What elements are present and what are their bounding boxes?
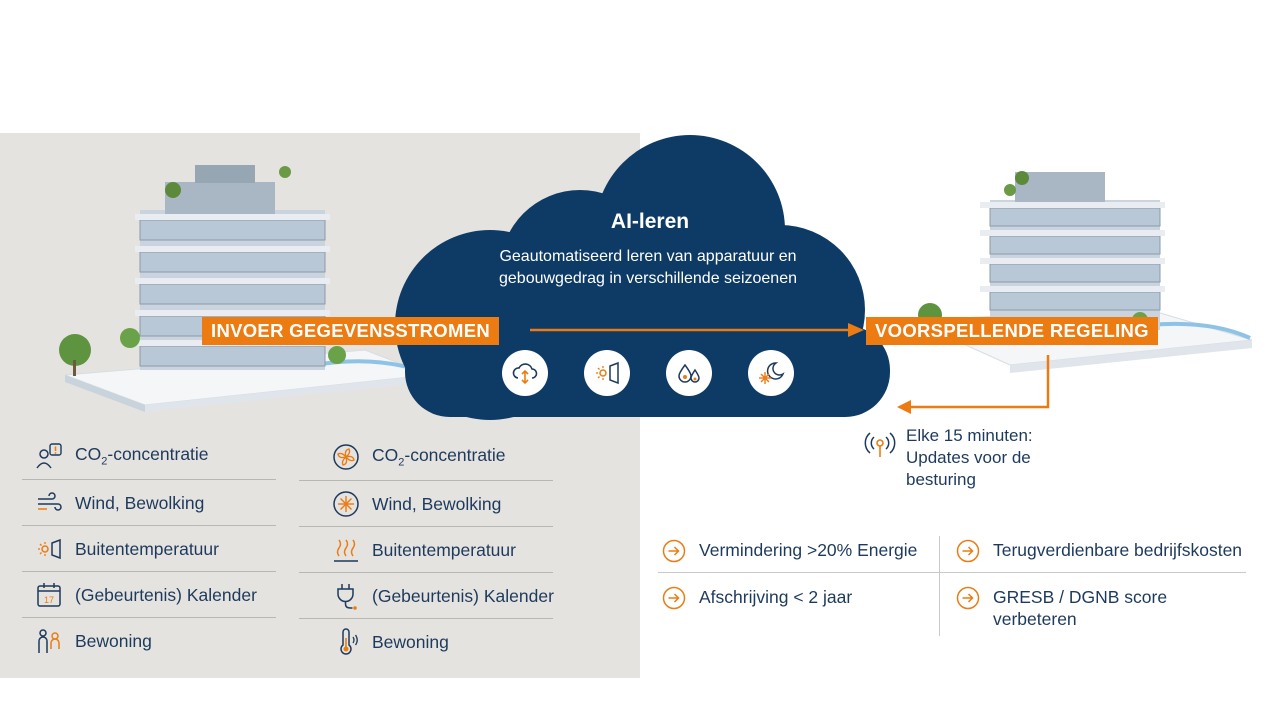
right-item-calendar-label: (Gebeurtenis) Kalender [372,585,554,606]
feedback-arrow [897,355,1050,414]
left-item-co2: CO2-concentratie [34,433,209,479]
co2-alert-icon [34,441,64,471]
right-item-co2-label: CO2-concentratie [372,445,506,469]
left-item-occupancy-label: Bewoning [75,630,152,651]
plug-icon [331,581,361,611]
sun-window-icon [584,350,630,396]
input-data-streams-label: INVOER GEGEVENSSTROMEN [202,317,500,345]
benefit-energy-label: Vermindering >20% Energie [699,540,918,560]
divider [299,480,553,481]
benefit-payback: Afschrijving < 2 jaar [662,586,852,610]
divider [299,618,553,619]
benefit-payback-label: Afschrijving < 2 jaar [699,587,853,607]
left-item-wind: Wind, Bewolking [34,480,204,526]
right-item-occupancy: Bewoning [331,619,449,665]
benefits-divider-horizontal [658,572,1246,573]
update-frequency-note: Elke 15 minuten: Updates voor de besturi… [906,425,1033,491]
arrow-circle-icon [956,586,980,610]
left-item-calendar: 17 (Gebeurtenis) Kalender [34,572,257,618]
people-icon [34,626,64,656]
arrow-circle-icon [662,539,686,563]
svg-text:17: 17 [44,595,54,605]
right-item-occupancy-label: Bewoning [372,631,449,652]
left-item-co2-label: CO2-concentratie [75,444,209,468]
divider [22,525,276,526]
note-line-3: besturing [906,470,976,489]
sun-window-icon [34,534,64,564]
cloud-title: AI-leren [610,210,690,233]
wind-icon [34,488,64,518]
left-item-temperature: Buitentemperatuur [34,526,219,572]
cloud-sync-icon [502,350,548,396]
right-building-illustration [909,171,1253,373]
right-item-calendar: (Gebeurtenis) Kalender [331,573,554,619]
snow-moon-icon [748,350,794,396]
arrow-circle-icon [662,586,686,610]
left-item-temperature-label: Buitentemperatuur [75,538,219,559]
note-line-1: Elke 15 minuten: [906,426,1033,445]
predictive-control-label: VOORSPELLENDE REGELING [866,317,1158,345]
arrow-circle-icon [956,539,980,563]
left-item-calendar-label: (Gebeurtenis) Kalender [75,584,257,605]
divider [22,617,276,618]
right-item-wind: Wind, Bewolking [331,481,501,527]
cloud-description: Geautomatiseerd leren van apparatuur en … [499,248,797,287]
right-item-temperature: Buitentemperatuur [331,527,516,573]
right-item-wind-label: Wind, Bewolking [372,493,502,514]
water-drops-icon [666,350,712,396]
fan-icon [331,442,361,472]
divider [22,571,276,572]
right-item-co2: CO2-concentratie [331,434,506,480]
divider [299,526,553,527]
benefit-costs-label: Terugverdienbare bedrijfskosten [993,540,1243,560]
benefit-costs: Terugverdienbare bedrijfskosten [956,539,1242,563]
thermometer-icon [331,627,361,657]
snowflake-icon [331,489,361,519]
note-line-2: Updates voor de [906,448,1031,467]
left-building-illustration [59,165,431,412]
divider [22,479,276,480]
benefits-divider-vertical [939,536,940,636]
divider [299,572,553,573]
heat-icon [331,535,361,565]
left-item-occupancy: Bewoning [34,618,152,664]
broadcast-icon [864,432,896,457]
calendar-icon: 17 [34,580,64,610]
left-item-wind-label: Wind, Bewolking [75,492,205,513]
flow-arrow [530,323,864,337]
right-item-temperature-label: Buitentemperatuur [372,539,516,560]
benefit-energy: Vermindering >20% Energie [662,539,917,563]
